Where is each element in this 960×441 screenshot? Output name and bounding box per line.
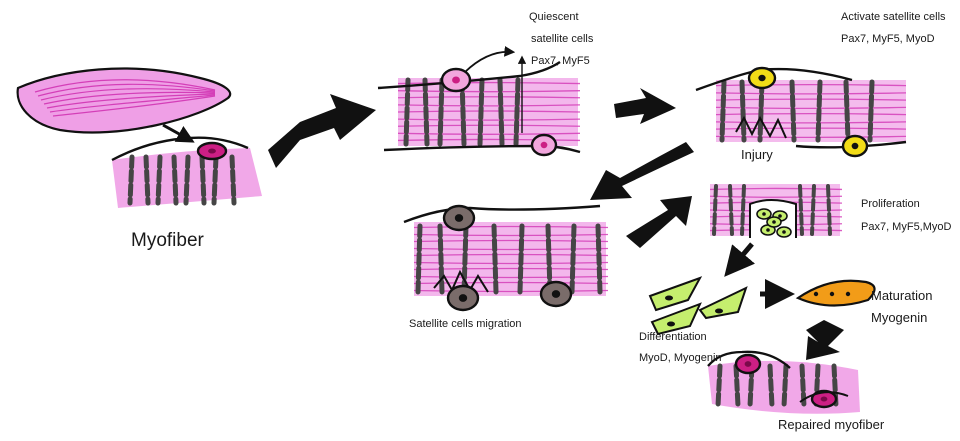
muscle-spindle-icon	[18, 69, 231, 140]
proliferation-fiber-icon	[710, 184, 842, 238]
arrow-to-quiescent	[268, 94, 376, 168]
proliferation-label: Proliferation	[861, 198, 920, 211]
activate-label: Activate satellite cells	[841, 11, 946, 24]
differentiation-markers: MyoD, Myogenin	[639, 352, 722, 365]
injury-label: Injury	[741, 147, 773, 162]
quiescent-markers: Pax7, MyF5	[531, 55, 590, 68]
arrow-to-activated	[614, 88, 676, 124]
arrow-to-proliferation	[626, 196, 692, 248]
myofiber-label: Myofiber	[131, 230, 204, 252]
quiescent-label-line2: satellite cells	[531, 33, 593, 46]
migration-fiber-icon	[404, 206, 608, 310]
migration-label: Satellite cells migration	[409, 318, 522, 331]
arrow-to-repaired	[806, 320, 844, 360]
activated-fiber-icon	[696, 68, 906, 156]
repaired-myofiber-label: Repaired myofiber	[778, 417, 884, 432]
repaired-fiber-icon	[708, 352, 860, 414]
myofiber-icon	[112, 138, 262, 208]
quiescent-label-line1: Quiescent	[529, 11, 579, 24]
maturing-cell-icon	[798, 281, 875, 306]
activate-markers: Pax7, MyF5, MyoD	[841, 33, 935, 46]
arrow-to-differentiation	[730, 244, 752, 270]
differentiation-label: Differentiation	[639, 331, 707, 344]
differentiating-cell-icon	[650, 278, 746, 334]
proliferation-markers: Pax7, MyF5,MyoD	[861, 221, 951, 234]
arrow-to-migration	[590, 142, 694, 200]
maturation-markers: Myogenin	[871, 310, 927, 325]
maturation-label: Maturation	[871, 288, 932, 303]
